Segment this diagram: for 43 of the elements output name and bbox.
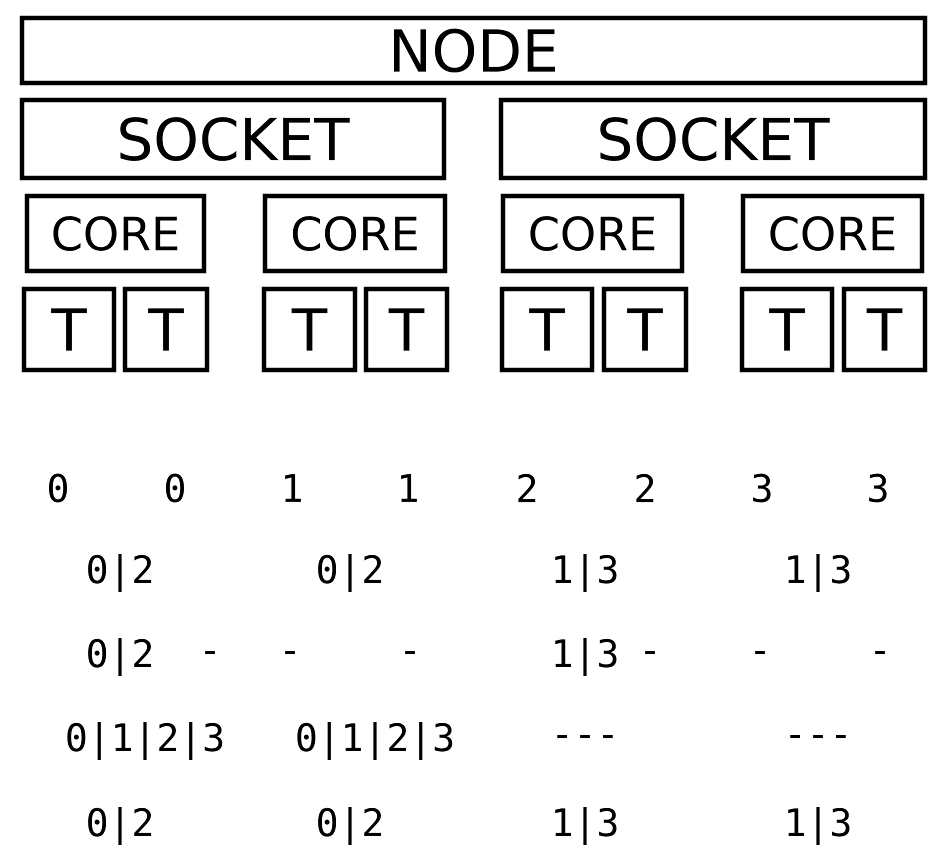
box: CORE [500, 194, 684, 274]
table-cell: --- [557, 735, 613, 738]
table-cell: - [405, 651, 415, 654]
table-cell: 0|2 [318, 554, 382, 592]
table-cell: 0|1|2|3 [297, 722, 452, 760]
table-cell: 3 [869, 474, 887, 502]
table-cell: 0|2 [88, 554, 152, 592]
table-cell: 3 [753, 474, 771, 502]
box: T [262, 286, 358, 372]
box: T [500, 286, 594, 372]
box: T [122, 286, 210, 372]
table-cell: 1 [401, 474, 417, 502]
table-cell: - [875, 651, 885, 654]
box: T [364, 286, 450, 372]
table-cell: - [205, 651, 215, 654]
table-cell: 0 [166, 474, 184, 502]
box: T [602, 286, 688, 372]
table-cell: - [285, 651, 295, 654]
table-cell: 0|2 [88, 638, 152, 676]
box: T [740, 286, 834, 372]
table-cell: 1|3 [555, 638, 616, 676]
table-cell: --- [790, 735, 846, 738]
table-cell: 1|3 [788, 807, 850, 845]
box: CORE [262, 194, 448, 274]
table-cell: 1|3 [555, 807, 616, 845]
table-cell: 0|1|2|3 [67, 722, 222, 760]
box: CORE [740, 194, 924, 274]
table-cell: 0|2 [318, 807, 382, 845]
box: CORE [24, 194, 206, 274]
box: SOCKET [20, 98, 446, 180]
table-cell: 2 [636, 474, 654, 502]
table-cell: - [755, 651, 765, 654]
table-cell: 1|3 [555, 554, 616, 592]
table-cell: 2 [518, 474, 536, 502]
table-cell: 1|3 [788, 554, 850, 592]
table-cell: 1 [285, 474, 301, 502]
box: NODE [20, 16, 928, 86]
box: T [842, 286, 928, 372]
table-cell: 0 [49, 474, 67, 502]
box: T [22, 286, 116, 372]
table-cell: - [645, 651, 655, 654]
table-cell: 0|2 [88, 807, 152, 845]
box: SOCKET [498, 98, 928, 180]
